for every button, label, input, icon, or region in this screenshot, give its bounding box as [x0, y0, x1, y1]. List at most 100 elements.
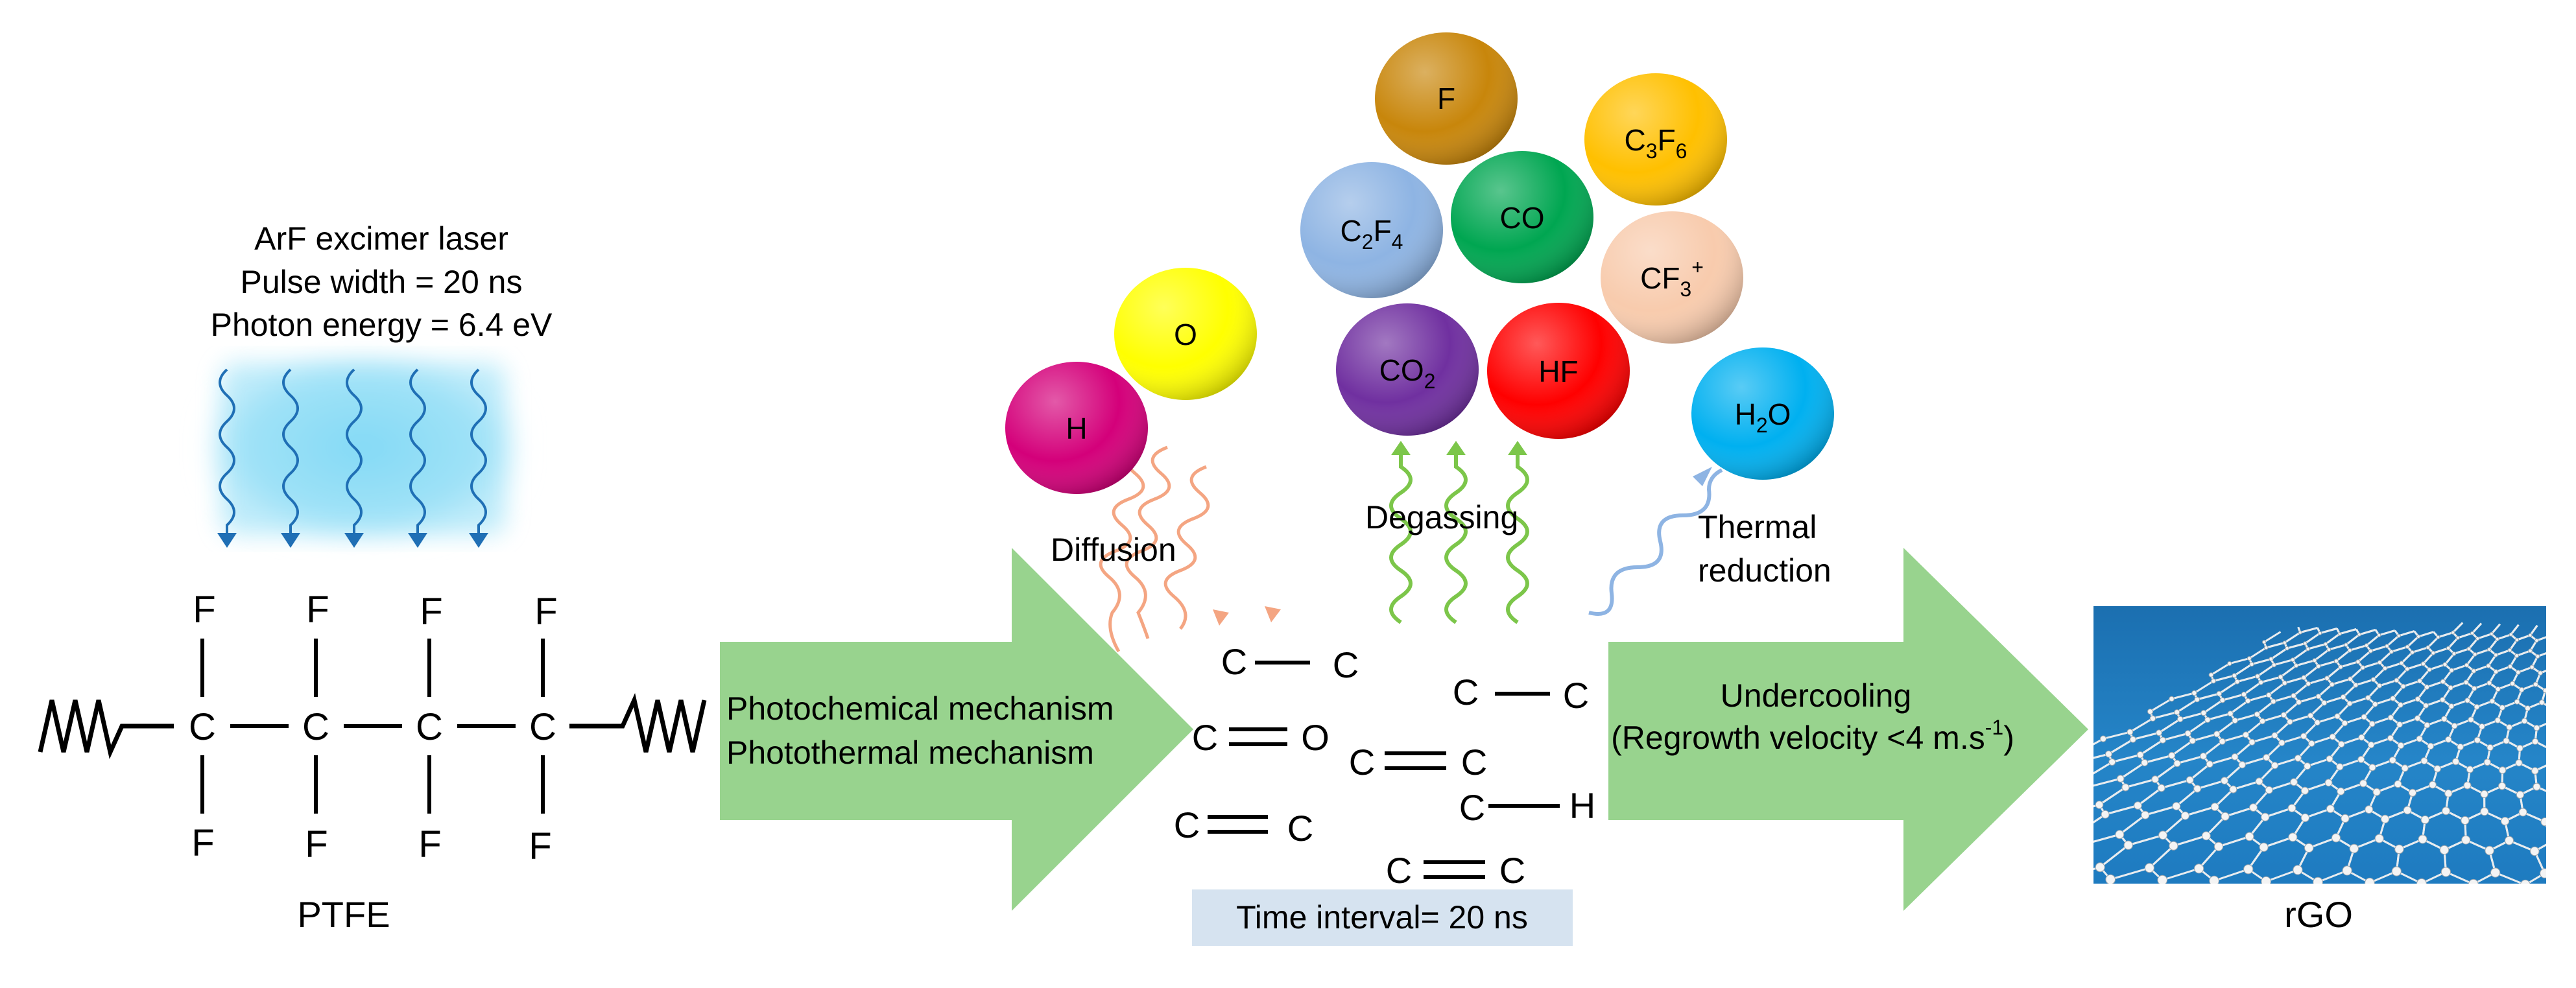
graphene-bond: [2536, 636, 2546, 642]
graphene-atom: [2101, 810, 2110, 819]
graphene-bond: [2553, 841, 2576, 853]
graphene-atom: [2506, 724, 2512, 731]
graphene-atom: [2377, 660, 2382, 665]
graphene-bond: [2569, 686, 2576, 691]
ptfe-fluorine: F: [534, 591, 557, 633]
mechanism-arrow-shape: [720, 548, 1193, 911]
ptfe-fluorine: F: [418, 823, 441, 865]
ptfe-fluorine: F: [191, 822, 214, 864]
graphene-bond: [2187, 719, 2208, 735]
graphene-bond: [2077, 753, 2080, 761]
graphene-atom: [2540, 868, 2546, 878]
graphene-bond: [2549, 742, 2564, 749]
laser-photon-energy: Photon energy = 6.4 eV: [211, 307, 553, 343]
graphene-bond: [2349, 666, 2364, 680]
graphene-atom: [2365, 695, 2371, 701]
species-co2: CO2: [1336, 303, 1479, 436]
graphene-bond: [2189, 763, 2211, 781]
graphene-atom: [2377, 633, 2381, 637]
graphene-bond: [2488, 639, 2498, 650]
graphene-atom: [2034, 840, 2042, 848]
graphene-bond: [2497, 633, 2512, 641]
graphene-atom: [2480, 790, 2488, 799]
graphene-bond: [2339, 628, 2357, 635]
graphene-atom: [2326, 755, 2333, 762]
degassing-wave: [1389, 447, 1413, 624]
ptfe-carbon: C: [302, 706, 329, 748]
graphene-bond: [2099, 786, 2127, 806]
graphene-atom: [2472, 685, 2477, 692]
graphene-atom: [2216, 690, 2222, 697]
laser-wave: [219, 368, 235, 535]
graphene-bond: [2161, 779, 2191, 789]
graphene-atom: [2451, 652, 2457, 656]
graphene-atom: [2336, 763, 2344, 771]
graphene-bond: [2557, 637, 2569, 641]
graphene-bond: [2145, 805, 2177, 816]
graphene-bond: [2216, 720, 2236, 735]
graphene-bond: [2453, 648, 2470, 655]
graphene-atom: [2387, 714, 2394, 721]
graphene-bond: [2379, 679, 2397, 687]
graphene-atom: [2245, 698, 2251, 704]
graphene-bond: [2317, 715, 2338, 723]
graphene-bond: [2193, 680, 2214, 694]
graphene-bond: [2568, 771, 2571, 788]
graphene-atom: [2474, 736, 2481, 744]
graphene-bond: [2545, 688, 2546, 692]
graphene-atom: [2553, 792, 2560, 799]
graphene-bond: [2349, 644, 2367, 652]
graphene-bond: [2262, 714, 2284, 722]
graphene-bond: [2260, 676, 2281, 684]
graphene-atom: [2431, 650, 2436, 655]
graphene-atom: [2530, 846, 2540, 856]
graphene-bond: [2474, 648, 2490, 655]
graphene-atom: [2466, 766, 2474, 773]
graphene-atom: [2141, 810, 2150, 819]
graphene-atom: [2285, 646, 2289, 651]
graphene-bond: [2061, 786, 2090, 804]
graphene-bond: [2103, 731, 2130, 740]
graphene-atom: [2573, 666, 2576, 670]
graphene-bond: [2556, 788, 2571, 795]
graphene-atom: [2332, 833, 2341, 843]
graphene-atom: [2420, 815, 2429, 825]
graphene-bond: [2567, 691, 2570, 703]
graphene-bond: [2245, 720, 2263, 736]
graphene-atom: [2514, 637, 2520, 642]
graphene-atom: [2238, 761, 2246, 769]
graphene-bond: [2108, 738, 2134, 755]
graphene-bond: [2222, 693, 2245, 701]
graphene-bond: [2054, 778, 2086, 786]
graphene-atom: [2401, 764, 2409, 772]
graphene-atom: [2306, 681, 2311, 687]
graphene-atom: [2247, 656, 2252, 661]
graphene-bond: [2551, 641, 2557, 652]
graphene-atom: [2057, 801, 2065, 808]
graphene-atom: [2424, 684, 2430, 690]
graphene-bond: [2357, 650, 2372, 663]
graphene-bond: [2144, 754, 2173, 764]
graphene-bond: [2332, 677, 2351, 686]
graphene-bond: [2232, 780, 2260, 791]
thermal-label-2: reduction: [1698, 552, 1831, 589]
graphene-atom: [2429, 781, 2437, 789]
graphene-atom: [2515, 759, 2523, 767]
graphene-bond: [2544, 819, 2546, 823]
graphene-atom: [2539, 700, 2545, 705]
graphene-bond: [2180, 712, 2204, 720]
graphene-atom: [2463, 679, 2469, 685]
graphene-atom: [2123, 840, 2133, 850]
graphene-bond: [2340, 782, 2364, 793]
graphene-atom: [2355, 659, 2361, 665]
svg-text:CO2: CO2: [1379, 353, 1436, 393]
graphene-bond: [2093, 753, 2109, 759]
graphene-atom: [1846, 871, 1855, 880]
graphene-atom: [1950, 873, 1959, 882]
graphene-bond: [2468, 638, 2479, 650]
graphene-atom: [2561, 725, 2567, 731]
graphene-bond: [2268, 682, 2285, 696]
graphene-atom: [2315, 694, 2322, 700]
graphene-atom: [2487, 647, 2492, 652]
graphene-lattice: [1846, 622, 2576, 884]
